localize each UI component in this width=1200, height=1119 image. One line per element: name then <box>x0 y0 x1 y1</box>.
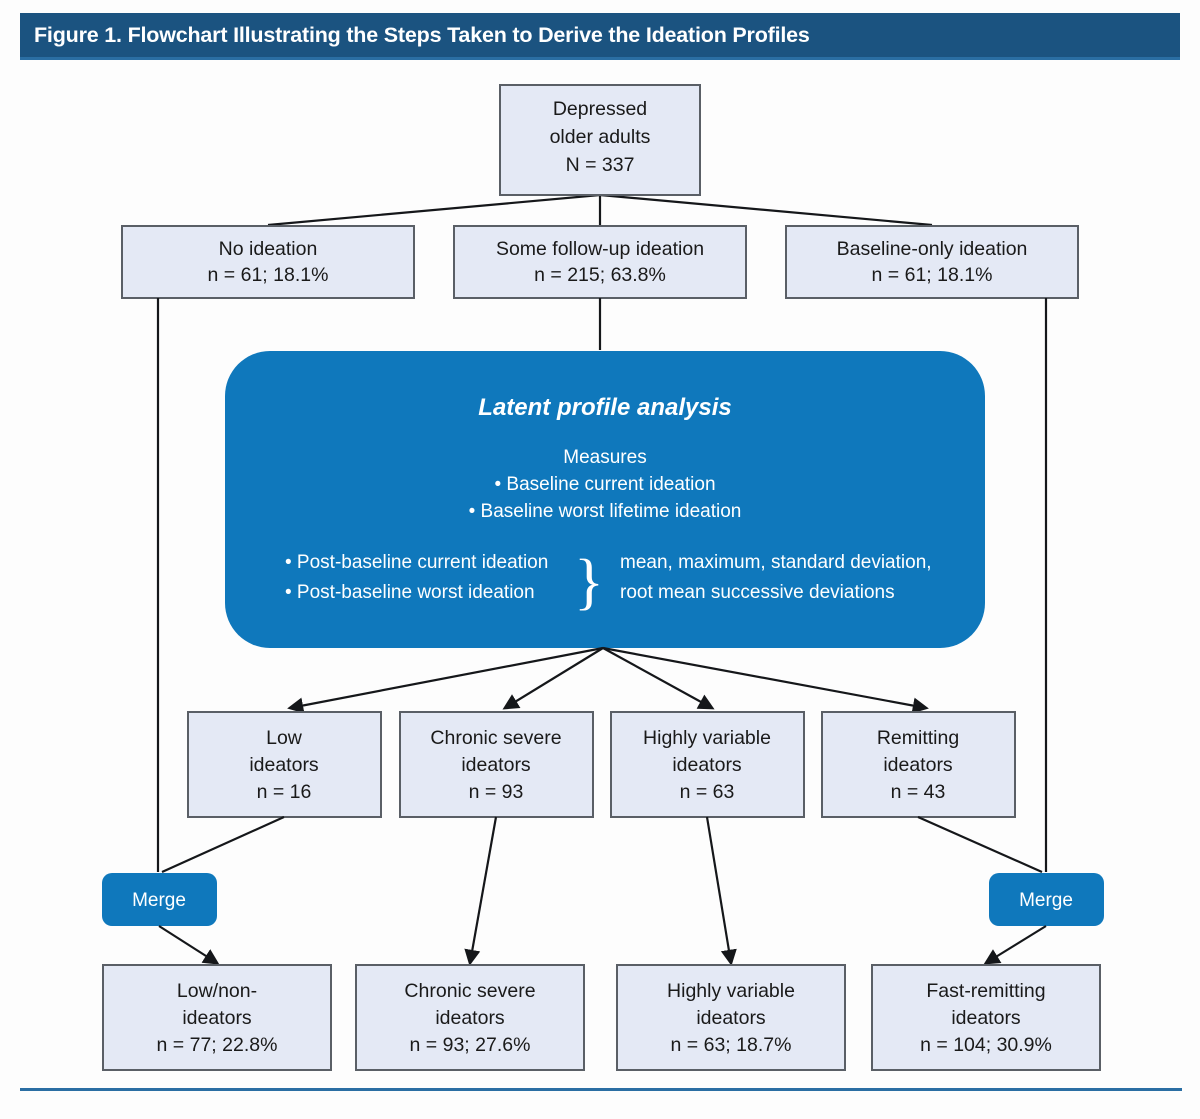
connector-panel-to-highly-variable <box>602 647 715 710</box>
node-final-chronic-line3: n = 93; 27.6% <box>410 1034 531 1056</box>
node-low-ideators-box <box>187 711 382 818</box>
panel-background <box>225 351 985 648</box>
node-final-chronic-line2: ideators <box>435 1007 505 1029</box>
merge-right[interactable]: Merge <box>989 873 1104 926</box>
node-highly-variable-line3: n = 63 <box>680 781 735 803</box>
node-final-highly-variable-line2: ideators <box>696 1007 766 1029</box>
node-final-fast-remitting-line3: n = 104; 30.9% <box>920 1034 1052 1056</box>
node-no-ideation: No ideation n = 61; 18.1% <box>121 225 415 299</box>
footer-rule <box>20 1088 1182 1091</box>
node-chronic-severe-line2: ideators <box>461 754 531 776</box>
node-final-fast-remitting-ideators: Fast-remitting ideators n = 104; 30.9% <box>871 964 1101 1071</box>
node-final-low-non-line1: Low/non- <box>177 980 257 1002</box>
node-remitting-line2: ideators <box>883 754 953 776</box>
node-root-line1: Depressed <box>553 98 647 120</box>
node-remitting-box <box>821 711 1016 818</box>
node-final-chronic-line1: Chronic severe <box>404 980 535 1002</box>
connector-group-panel <box>287 646 929 714</box>
merge-left-label: Merge <box>132 890 186 911</box>
node-root-line2: older adults <box>550 126 651 148</box>
connector-panel-to-low <box>287 646 604 714</box>
panel-braced-item-2: • Post-baseline worst ideation <box>285 582 535 603</box>
merge-left-box[interactable] <box>102 873 217 926</box>
node-final-fast-remitting-box <box>871 964 1101 1071</box>
node-some-followup-line2: n = 215; 63.8% <box>534 264 666 286</box>
panel-brace-output-1: mean, maximum, standard deviation, <box>620 552 932 573</box>
node-root-line3: N = 337 <box>566 154 635 176</box>
connector-highly-variable-to-final <box>705 816 737 966</box>
node-final-low-non-line3: n = 77; 22.8% <box>157 1034 278 1056</box>
node-root-box <box>499 84 701 196</box>
panel-measure-item-2: • Baseline worst lifetime ideation <box>469 501 742 522</box>
node-low-ideators-line3: n = 16 <box>257 781 312 803</box>
node-remitting-line3: n = 43 <box>891 781 946 803</box>
node-some-followup-ideation: Some follow-up ideation n = 215; 63.8% <box>453 225 747 299</box>
node-no-ideation-box <box>121 225 415 299</box>
panel-heading: Latent profile analysis <box>478 394 731 421</box>
node-low-ideators: Low ideators n = 16 <box>187 711 382 818</box>
node-final-chronic-severe-ideators: Chronic severe ideators n = 93; 27.6% <box>355 964 585 1071</box>
node-no-ideation-line1: No ideation <box>219 238 318 260</box>
node-low-ideators-line1: Low <box>266 727 303 749</box>
node-final-low-non-line2: ideators <box>182 1007 252 1029</box>
node-baseline-only-line1: Baseline-only ideation <box>837 238 1028 260</box>
page-title: Figure 1. Flowchart Illustrating the Ste… <box>34 22 810 47</box>
node-remitting-ideators: Remitting ideators n = 43 <box>821 711 1016 818</box>
node-some-followup-line1: Some follow-up ideation <box>496 238 704 260</box>
connector-merge-left-to-final <box>158 925 220 965</box>
node-final-highly-variable-box <box>616 964 846 1071</box>
node-baseline-only-ideation: Baseline-only ideation n = 61; 18.1% <box>785 225 1079 299</box>
node-final-fast-remitting-line2: ideators <box>951 1007 1021 1029</box>
node-final-highly-variable-line3: n = 63; 18.7% <box>671 1034 792 1056</box>
node-baseline-only-box <box>785 225 1079 299</box>
connector-root-to-baseline-only <box>599 193 933 227</box>
node-remitting-line1: Remitting <box>877 727 959 749</box>
node-highly-variable-line1: Highly variable <box>643 727 771 749</box>
connector-low-to-merge-left <box>161 815 285 874</box>
connector-remitting-to-merge-right <box>917 815 1043 874</box>
node-final-low-non-ideators: Low/non- ideators n = 77; 22.8% <box>102 964 332 1071</box>
merge-right-label: Merge <box>1019 890 1073 911</box>
panel-brace-output-2: root mean successive deviations <box>620 582 895 603</box>
panel-braced-item-1: • Post-baseline current ideation <box>285 552 548 573</box>
node-final-low-non-box <box>102 964 332 1071</box>
node-final-highly-variable-ideators: Highly variable ideators n = 63; 18.7% <box>616 964 846 1071</box>
flowchart-canvas: Depressed older adults N = 337 No ideati… <box>102 84 1104 1071</box>
connector-root-to-no-ideation <box>267 193 601 227</box>
connector-group-root <box>267 193 933 227</box>
node-final-highly-variable-line1: Highly variable <box>667 980 795 1002</box>
merge-right-box[interactable] <box>989 873 1104 926</box>
node-highly-variable-line2: ideators <box>672 754 742 776</box>
node-chronic-severe-line1: Chronic severe <box>430 727 561 749</box>
node-low-ideators-line2: ideators <box>249 754 319 776</box>
node-root: Depressed older adults N = 337 <box>499 84 701 196</box>
node-no-ideation-line2: n = 61; 18.1% <box>208 264 329 286</box>
connector-chronic-to-final <box>464 816 498 966</box>
panel-latent-profile-analysis: Latent profile analysis Measures • Basel… <box>225 351 985 648</box>
node-highly-variable-box <box>610 711 805 818</box>
node-final-chronic-box <box>355 964 585 1071</box>
connector-panel-to-remitting <box>602 646 929 714</box>
node-some-followup-box <box>453 225 747 299</box>
node-chronic-severe-line3: n = 93 <box>469 781 524 803</box>
title-underline <box>20 57 1180 60</box>
panel-measure-item-1: • Baseline current ideation <box>494 474 715 495</box>
merge-left[interactable]: Merge <box>102 873 217 926</box>
connector-merge-right-to-final <box>983 925 1047 965</box>
node-highly-variable-ideators: Highly variable ideators n = 63 <box>610 711 805 818</box>
node-baseline-only-line2: n = 61; 18.1% <box>872 264 993 286</box>
node-final-fast-remitting-line1: Fast-remitting <box>926 980 1045 1002</box>
node-chronic-severe-ideators: Chronic severe ideators n = 93 <box>399 711 594 818</box>
figure-title-bar: Figure 1. Flowchart Illustrating the Ste… <box>20 13 1180 57</box>
curly-brace-icon: } <box>574 548 604 616</box>
node-chronic-severe-box <box>399 711 594 818</box>
connector-panel-to-chronic <box>502 647 604 710</box>
panel-measures-label: Measures <box>563 447 646 468</box>
